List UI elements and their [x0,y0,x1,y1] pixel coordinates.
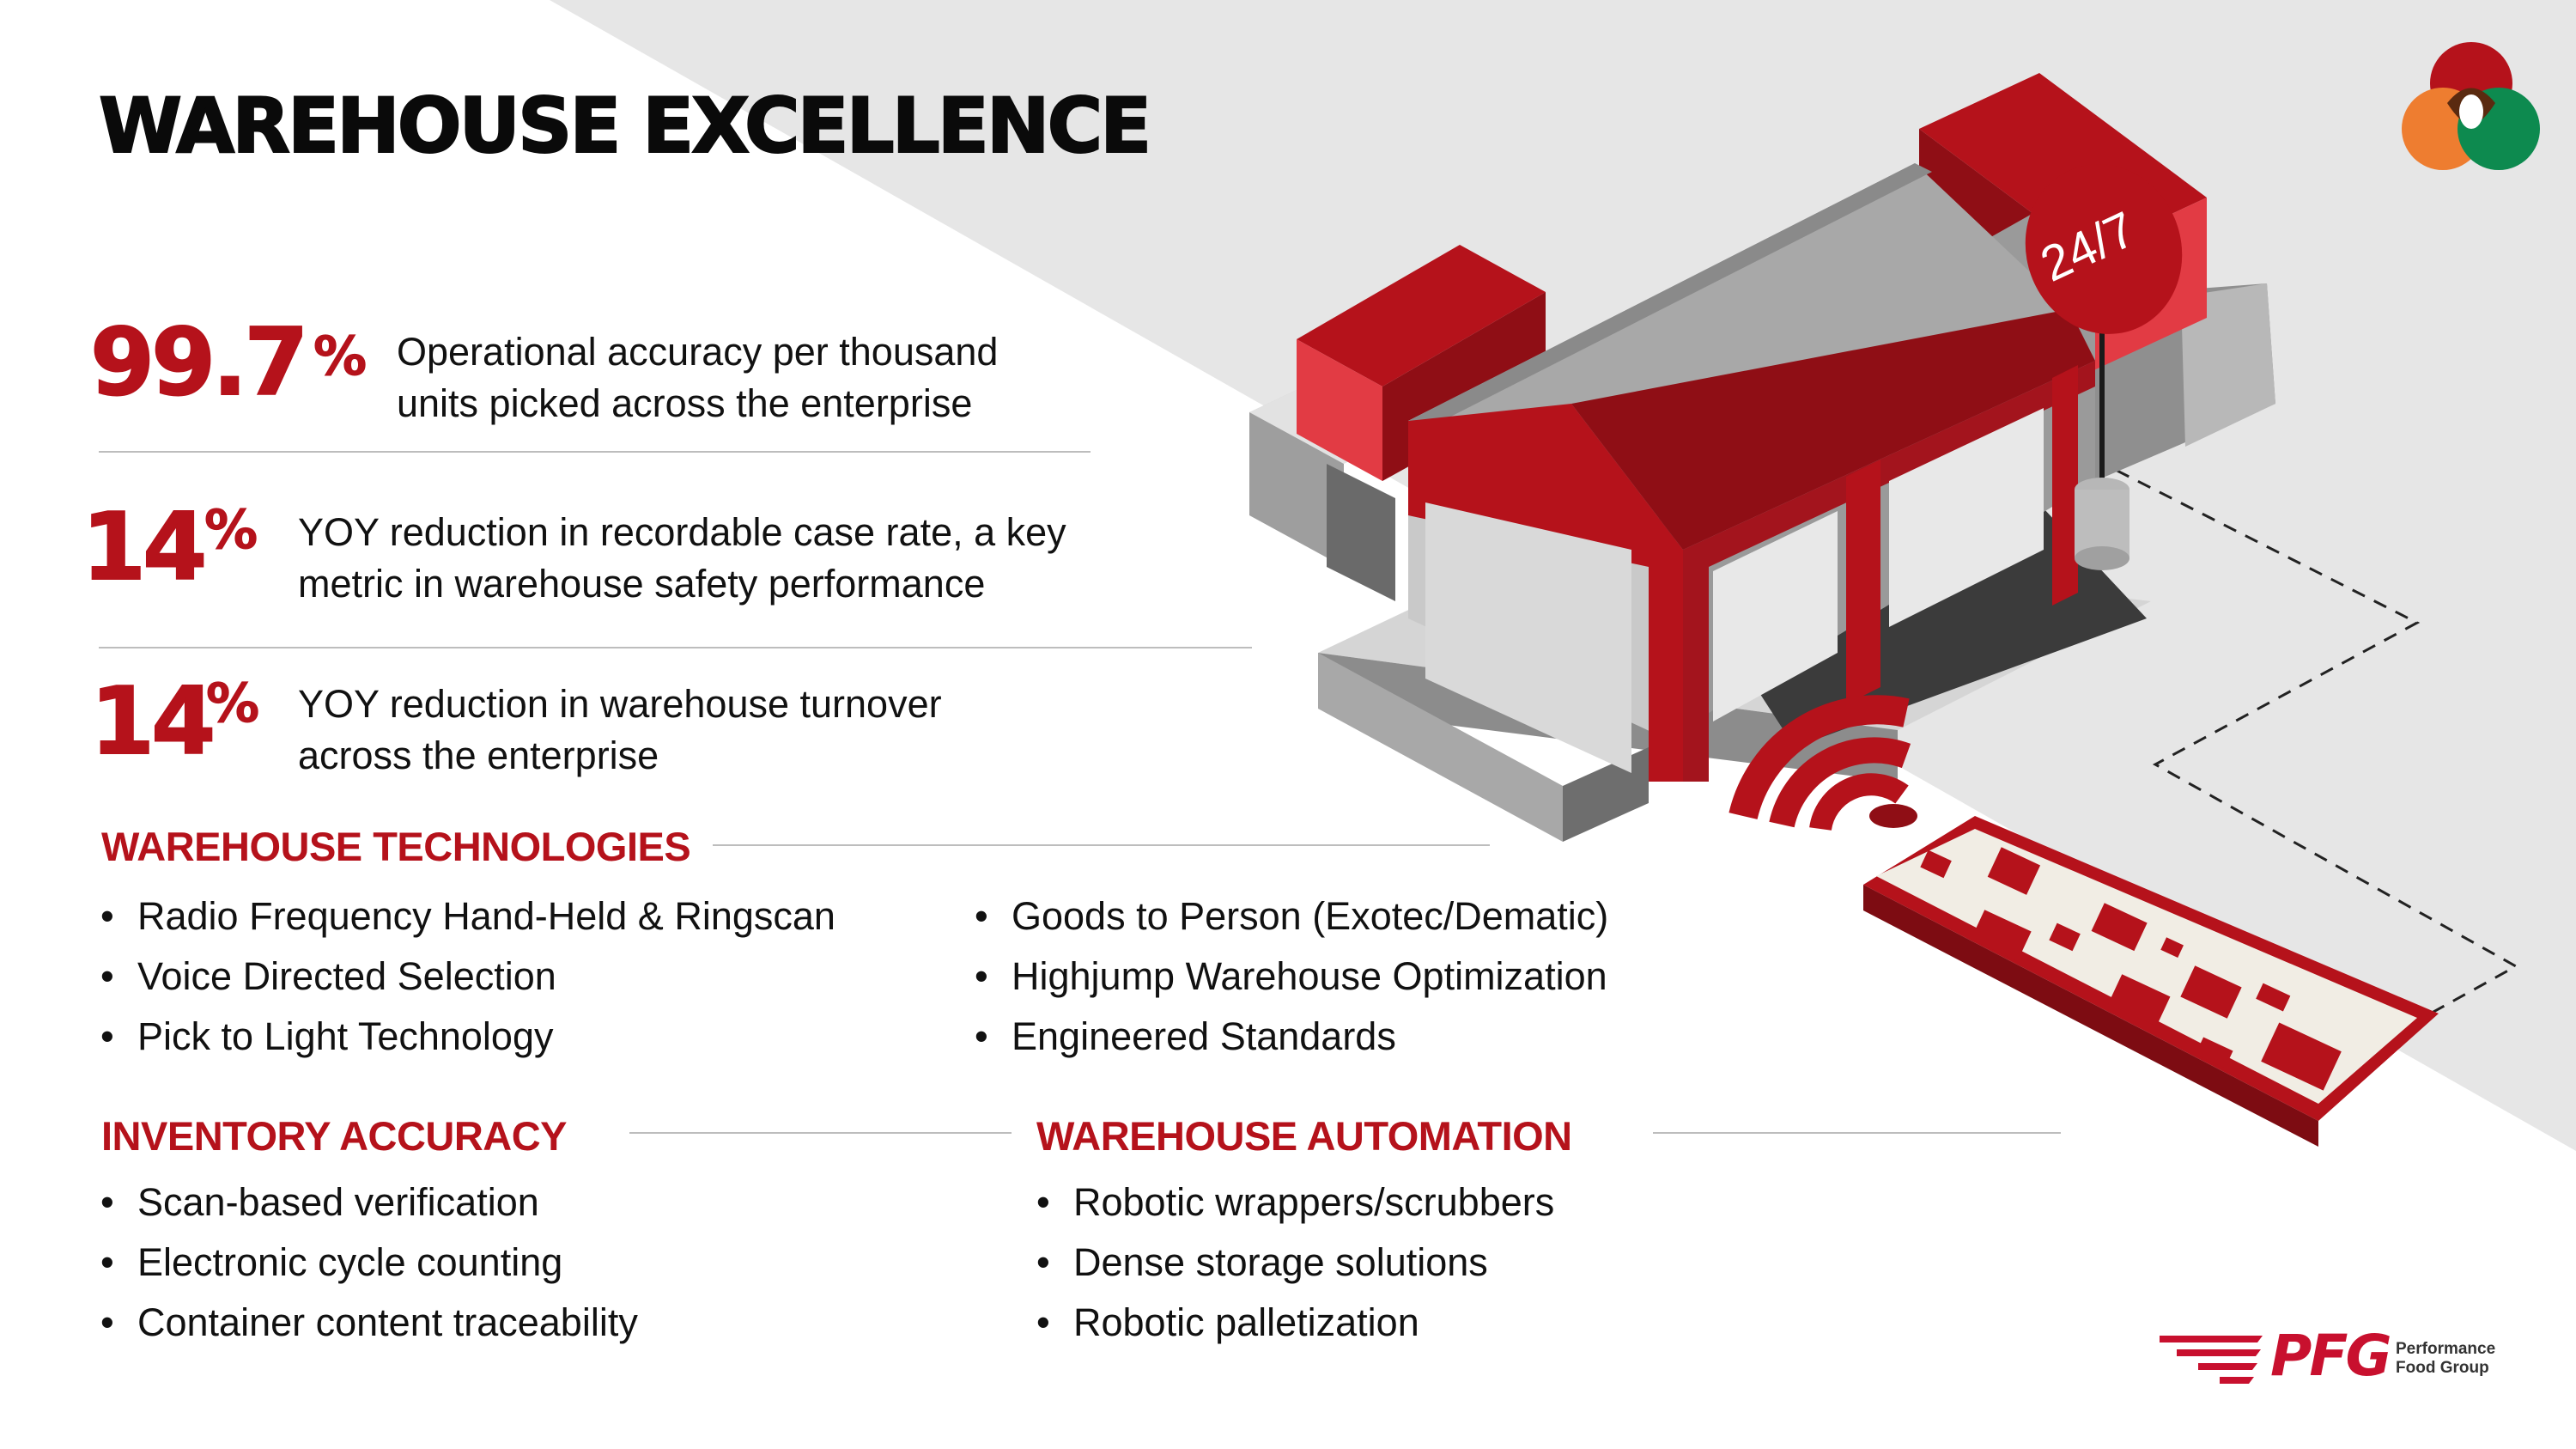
stat-turnover-description: YOY reduction in warehouse turnover acro… [298,679,942,782]
list-item: Scan-based verification [99,1172,638,1233]
wifi-signal-icon [1728,695,1917,831]
divider [99,451,1091,453]
stat-accuracy-line-2: units picked across the enterprise [397,381,973,425]
divider [99,647,1252,648]
list-item: Pick to Light Technology [99,1007,835,1067]
list-item: Goods to Person (Exotec/Dematic) [973,886,1608,947]
list-item: Engineered Standards [973,1007,1608,1067]
automation-list: Robotic wrappers/scrubbers Dense storage… [1035,1172,1554,1353]
list-item: Highjump Warehouse Optimization [973,947,1608,1007]
technologies-heading: WAREHOUSE TECHNOLOGIES [101,824,691,869]
list-item: Robotic wrappers/scrubbers [1035,1172,1554,1233]
page-title: WAREHOUSE EXCELLENCE [98,81,1152,171]
stat-accuracy-unit: % [313,325,368,388]
list-item: Robotic palletization [1035,1293,1554,1353]
stat-safety-number: 14 [81,493,208,602]
stat-safety-description: YOY reduction in recordable case rate, a… [298,507,1066,610]
list-item: Radio Frequency Hand-Held & Ringscan [99,886,835,947]
inventory-heading: INVENTORY ACCURACY [101,1113,568,1159]
automation-heading: WAREHOUSE AUTOMATION [1036,1113,1572,1159]
stat-accuracy-line-1: Operational accuracy per thousand [397,330,999,374]
scanner-pad-icon [1863,816,2439,1147]
stat-turnover-line-1: YOY reduction in warehouse turnover [298,682,942,726]
divider [629,1132,1012,1134]
stat-safety-unit: % [204,498,258,562]
list-item: Container content traceability [99,1293,638,1353]
technologies-list-right: Goods to Person (Exotec/Dematic) Highjum… [973,886,1608,1067]
list-item: Voice Directed Selection [99,947,835,1007]
venn-logo-icon [2402,42,2540,170]
stat-turnover-unit: % [205,672,260,735]
stat-accuracy-number: 99.7 [89,308,309,417]
list-item: Electronic cycle counting [99,1233,638,1293]
divider [1653,1132,2061,1134]
divider [713,844,1490,846]
list-item: Dense storage solutions [1035,1233,1554,1293]
pfg-company-name: Performance Food Group [2396,1340,2496,1377]
stat-safety-line-1: YOY reduction in recordable case rate, a… [298,510,1066,554]
pfg-logo [2160,1336,2263,1384]
pfg-logo-text: PFG [2270,1323,2392,1389]
stat-turnover-number: 14 [89,667,216,776]
stat-turnover-line-2: across the enterprise [298,734,659,777]
inventory-list: Scan-based verification Electronic cycle… [99,1172,638,1353]
technologies-list-left: Radio Frequency Hand-Held & Ringscan Voi… [99,886,835,1067]
stat-safety-line-2: metric in warehouse safety performance [298,562,986,606]
stat-accuracy-description: Operational accuracy per thousand units … [397,326,998,429]
